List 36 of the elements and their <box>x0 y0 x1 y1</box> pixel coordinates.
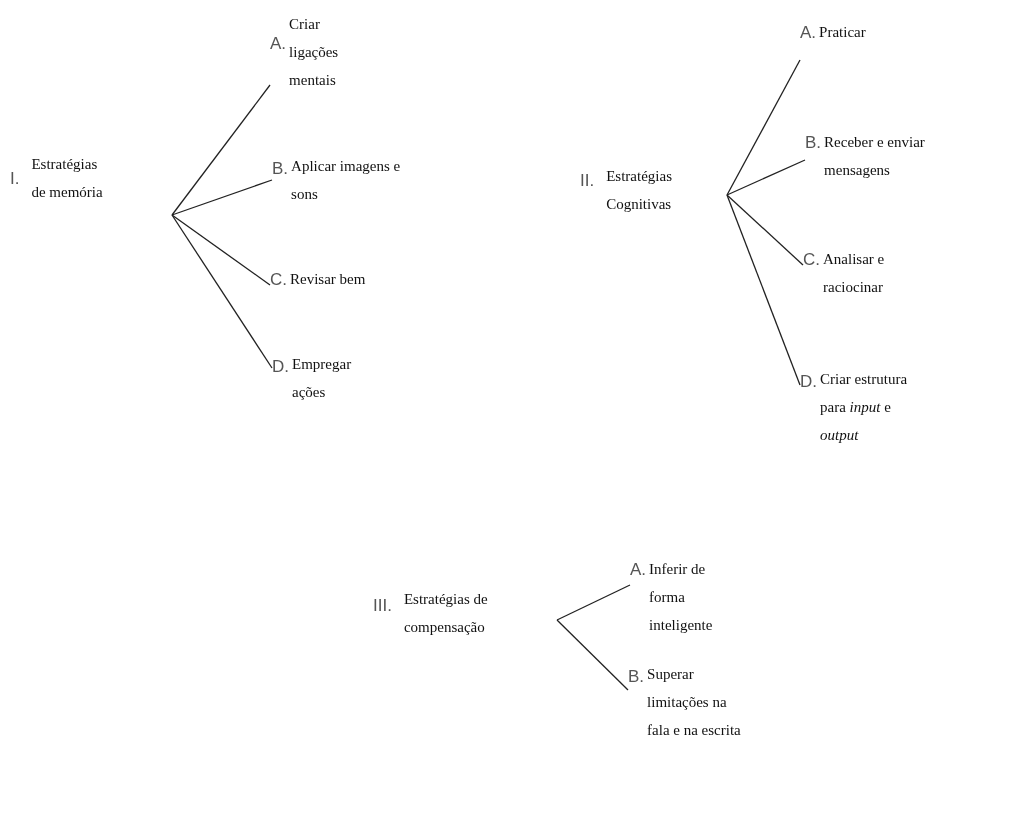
roman-numeral: III. <box>373 597 392 614</box>
item-letter: B. <box>628 668 645 685</box>
strategy-label: Aplicar imagens e sons <box>291 157 402 204</box>
item-letter: C. <box>803 251 820 268</box>
connector-line <box>171 179 273 216</box>
roman-numeral: I. <box>10 170 20 187</box>
strategy-label: Revisar bem <box>290 270 367 289</box>
connector-line <box>171 84 271 216</box>
connector-line <box>726 59 801 196</box>
strategy-label: Analisar e raciocinar <box>823 250 886 297</box>
item-letter: D. <box>800 373 817 390</box>
connector-line <box>171 214 271 286</box>
strategy-label: Praticar <box>819 23 867 42</box>
connector-line <box>726 194 801 386</box>
item-letter: A. <box>630 561 647 578</box>
connector-line <box>556 584 631 621</box>
category-title: Estratégias de memória <box>31 155 104 202</box>
roman-numeral: II. <box>580 172 595 189</box>
strategy-label: Criar estrutura para input e output <box>820 370 909 445</box>
item-letter: B. <box>805 134 822 151</box>
item-letter: A. <box>800 24 817 41</box>
connector-line <box>556 619 629 691</box>
item-letter: C. <box>270 271 287 288</box>
connector-line <box>171 214 273 369</box>
category-title: Estratégias de compensação <box>403 590 489 637</box>
strategy-label: Empregar ações <box>292 355 353 402</box>
item-letter: B. <box>272 160 289 177</box>
item-letter: D. <box>272 358 289 375</box>
item-letter: A. <box>270 35 287 52</box>
connector-line <box>726 194 804 266</box>
strategy-label: Superar limitações na fala e na escrita <box>647 665 742 740</box>
connector-line <box>726 159 806 196</box>
strategy-label: Receber e enviar mensagens <box>824 133 926 180</box>
strategy-label: Inferir de forma inteligente <box>649 560 714 635</box>
category-title: Estratégias Cognitivas <box>606 167 673 214</box>
strategy-label: Criar ligações mentais <box>289 15 340 90</box>
